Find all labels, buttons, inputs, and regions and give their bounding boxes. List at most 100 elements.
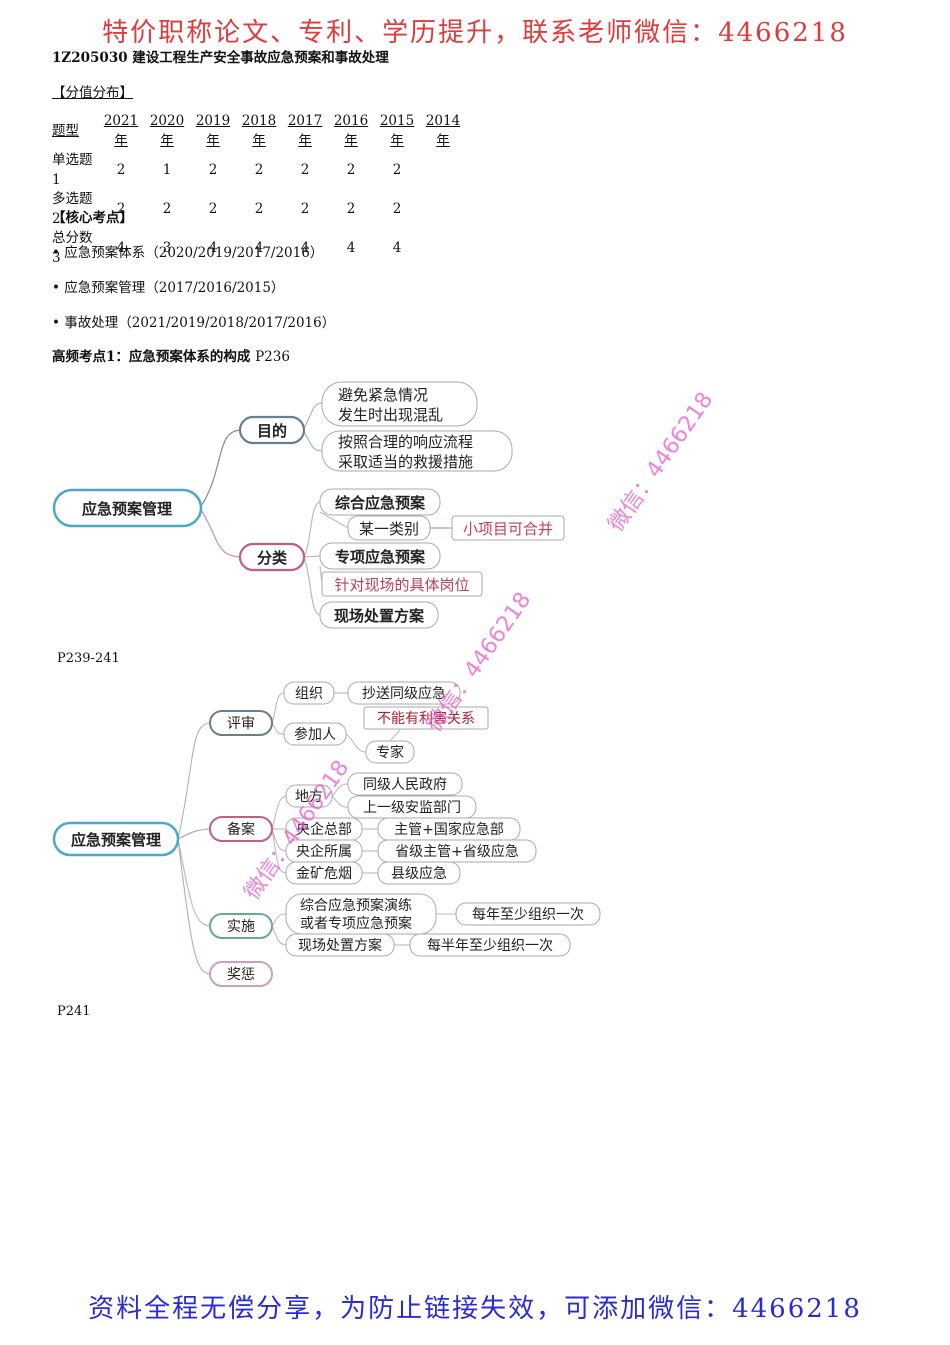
score-cell: 2 (162, 200, 172, 217)
soe-hq-target-label: 主管+国家应急部 (394, 821, 504, 838)
merge-note-node (451, 515, 565, 541)
score-row: 总分数3 4 3 4 4 4 4 4 (52, 229, 466, 268)
page-ref-3: P241 (57, 1004, 91, 1019)
score-cell: 2 (346, 200, 356, 217)
participants-label: 参加人 (294, 726, 336, 743)
mine-label: 金矿危烟 (296, 866, 352, 882)
score-header-row: 题型 2021年 2020年 2019年 2018年 2017年 2016年 2… (52, 112, 466, 151)
score-header-cell: 2021年 (103, 113, 139, 149)
score-cell: 4 (116, 239, 126, 256)
score-header-cell: 2018年 (241, 113, 277, 149)
connector (319, 511, 349, 529)
connector (271, 828, 287, 852)
local-label: 地方 (295, 789, 323, 805)
review-node (209, 710, 273, 736)
score-cell: 总分数3 (52, 230, 93, 266)
section-title: 1Z205030 建设工程生产安全事故应急预案和事故处理 (52, 50, 389, 66)
score-cell: 2 (346, 161, 356, 178)
connector (345, 733, 367, 753)
score-cell: 2 (208, 161, 218, 178)
top-banner: 特价职称论文、专利、学历提升，联系老师微信：4466218 (102, 18, 848, 48)
score-cell: 2 (254, 161, 264, 178)
score-cell: 2 (116, 161, 126, 178)
score-header-cell: 题型 (52, 122, 79, 139)
connector (303, 501, 321, 558)
mine-node (285, 861, 363, 885)
score-cell: 4 (208, 239, 218, 256)
score-dist-heading: 【分值分布】 (52, 85, 133, 101)
drill-freq-node (455, 902, 601, 926)
onsite-plan-node (285, 933, 395, 957)
purpose-item-line: 按照合理的响应流程 (338, 433, 473, 451)
score-row: 多选题2 2 2 2 2 2 2 2 (52, 190, 466, 229)
connector (303, 556, 321, 616)
filing-node (209, 816, 273, 842)
no-interest-label: 不能有利害关系 (377, 711, 475, 727)
cc-label: 抄送同级应急 (362, 685, 446, 702)
purpose-node (238, 415, 306, 445)
category-label: 分类 (257, 549, 288, 567)
connector (303, 402, 323, 429)
mine-target-label: 县级应急 (391, 865, 447, 882)
soe-hq-label: 央企总部 (296, 821, 352, 838)
merge-note-label: 小项目可合并 (463, 520, 553, 538)
connector (177, 838, 211, 927)
purpose-item-line: 避免紧急情况 (338, 386, 428, 404)
experts-node (365, 740, 415, 764)
connector (303, 555, 321, 558)
score-header-cell: 2015年 (379, 113, 415, 149)
score-row: 单选题1 2 1 2 2 2 2 2 (52, 151, 466, 190)
special-label: 专项应急预案 (335, 548, 426, 566)
comprehensive-node (319, 488, 441, 516)
core-item: • 应急预案体系（2020/2019/2017/2016） (52, 245, 324, 261)
score-cell: 2 (116, 200, 126, 217)
bottom-banner: 资料全程无偿分享，为防止链接失效，可添加微信：4466218 (88, 1294, 862, 1324)
score-cell: 4 (254, 239, 264, 256)
local-node (285, 784, 333, 808)
purpose-item-node (321, 430, 513, 472)
core-item: • 应急预案管理（2017/2016/2015） (52, 280, 285, 296)
no-interest-node (363, 706, 489, 730)
score-cell: 多选题2 (52, 191, 93, 227)
reward-label: 奖惩 (227, 966, 255, 983)
same-gov-node (347, 772, 463, 796)
connector (271, 913, 287, 927)
score-cell: 2 (392, 161, 402, 178)
point1-heading: 高频考点1：应急预案体系的构成 P236 (52, 345, 290, 365)
score-cell: 2 (392, 200, 402, 217)
connector (177, 722, 211, 840)
connector (271, 692, 285, 724)
experts-label: 专家 (376, 744, 404, 761)
onsite-freq-label: 每半年至少组织一次 (427, 938, 553, 954)
score-header-cell: 2017年 (287, 113, 323, 149)
connector (271, 795, 287, 830)
score-header-cell: 2019年 (195, 113, 231, 149)
soe-sub-target-label: 省级主管+省级应急 (395, 843, 519, 860)
connector (199, 429, 241, 509)
mindmap-management: 应急预案管理 评审 组织 抄送同级应急 不能有利害关系 参加人 专家 备案 地方… (52, 681, 601, 987)
core-heading: 【核心考点】 (52, 210, 133, 226)
score-cell: 2 (208, 200, 218, 217)
map2-root-node (52, 821, 180, 857)
implement-node (209, 913, 273, 939)
filing-label: 备案 (227, 821, 255, 838)
connector (199, 507, 241, 558)
map1-root-node (52, 488, 203, 528)
post-note-node (321, 571, 483, 597)
connector (331, 795, 349, 808)
one-type-label: 某一类别 (359, 520, 419, 538)
core-item: • 事故处理（2021/2019/2018/2017/2016） (52, 315, 336, 331)
map1-connectors (199, 402, 452, 616)
score-table: 题型 2021年 2020年 2019年 2018年 2017年 2016年 2… (52, 112, 466, 268)
drill-line: 或者专项应急预案 (300, 915, 412, 932)
score-cell: 2 (300, 200, 310, 217)
organize-node (283, 681, 335, 705)
reward-node (209, 961, 273, 987)
page-ref-2: P239-241 (57, 651, 120, 666)
map2-connectors (177, 692, 456, 975)
connector (271, 828, 287, 874)
drill-line: 综合应急预案演练 (300, 897, 412, 914)
participants-node (283, 722, 347, 746)
score-cell: 单选题1 (52, 152, 93, 188)
onsite-label: 现场处置方案 (334, 607, 425, 625)
